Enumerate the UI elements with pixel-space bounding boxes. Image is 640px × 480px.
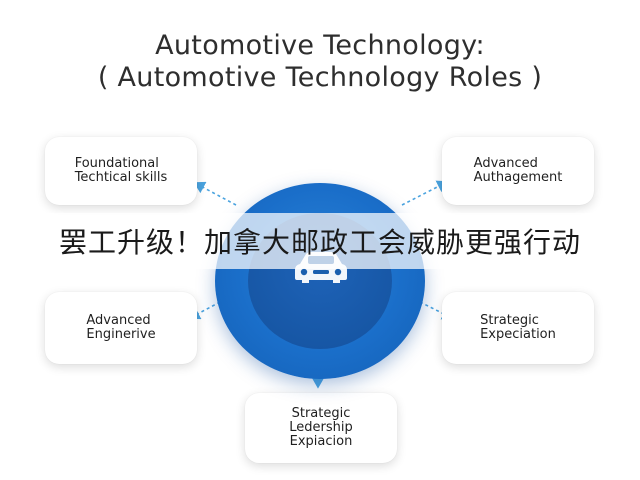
overlay-banner: 罢工升级！加拿大邮政工会威胁更强行动 (0, 213, 640, 269)
diagram-subtitle: ( Automotive Technology Roles ) (97, 62, 543, 93)
node-label: Foundational Techtical skills (74, 156, 168, 185)
overlay-caption: 罢工升级！加拿大邮政工会威胁更强行动 (58, 226, 581, 259)
diagram-title: Automotive Technology: (155, 30, 485, 61)
node-label: Strategic Expeciation (480, 313, 556, 342)
connector-top-right (401, 180, 449, 206)
node-advanced-engineering: Advanced Enginerive (45, 292, 197, 364)
node-label: Advanced Enginerive (86, 313, 156, 342)
connector-top-left (193, 181, 237, 206)
node-strategic-expectation: Strategic Expeciation (442, 292, 594, 364)
node-label: Strategic Ledership Expiacion (289, 406, 353, 449)
node-strategic-leadership: Strategic Ledership Expiacion (245, 393, 397, 463)
node-label: Advanced Authagement (473, 156, 563, 185)
node-advanced-management: Advanced Authagement (442, 137, 594, 205)
node-foundational-skills: Foundational Techtical skills (45, 137, 197, 205)
